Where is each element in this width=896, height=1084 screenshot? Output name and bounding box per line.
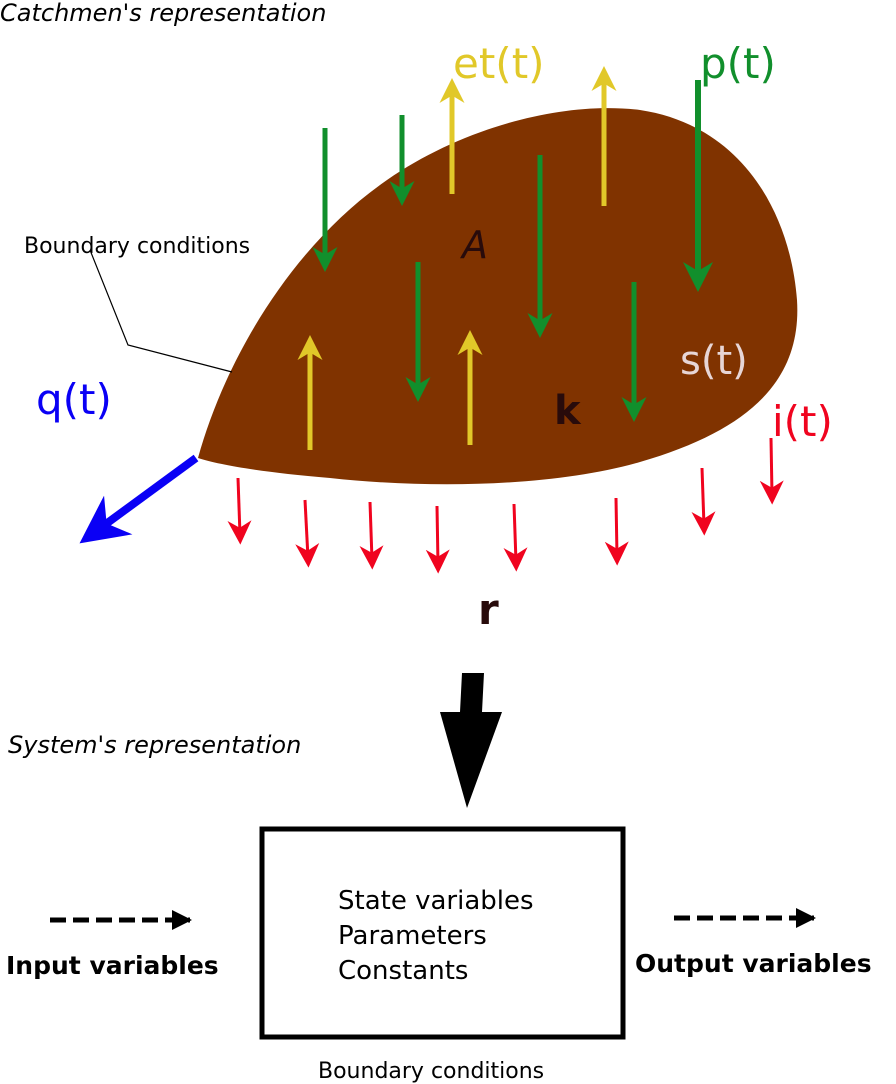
system-box-text: State variables Parameters Constants [338, 886, 542, 986]
recharge-label: r [478, 585, 499, 634]
system-title: System's representation [8, 731, 301, 759]
system-boundary-label: Boundary conditions [318, 1059, 544, 1084]
infiltration-arrow [227, 477, 252, 545]
discharge-label: q(t) [36, 375, 112, 424]
boundary-conditions-label: Boundary conditions [24, 234, 250, 259]
state-variables-line: State variables [338, 886, 534, 916]
precipitation-arrows [312, 80, 713, 422]
infiltration-arrow [295, 499, 320, 568]
infiltration-label: i(t) [772, 397, 833, 446]
system-box [259, 826, 626, 1040]
transition-arrow [440, 673, 502, 808]
infiltration-arrows [227, 437, 784, 574]
precipitation-label: p(t) [700, 39, 776, 88]
conductivity-label: k [554, 388, 582, 434]
infiltration-arrow [503, 503, 528, 572]
catchment-title: Catchmen's representation [0, 0, 326, 27]
discharge-arrow [79, 454, 199, 544]
area-label: A [459, 223, 488, 267]
output-variables-label: Output variables [635, 949, 872, 978]
infiltration-arrow [759, 437, 784, 505]
infiltration-arrow [425, 505, 450, 574]
boundary-leader-line [89, 249, 233, 373]
input-variables-label: Input variables [6, 951, 219, 980]
evapotranspiration-label: et(t) [453, 39, 545, 88]
infiltration-arrow [604, 497, 629, 566]
storage-label: s(t) [680, 338, 748, 384]
infiltration-arrow [359, 501, 384, 570]
parameters-line: Parameters [338, 921, 487, 951]
catchment-area-shape [198, 108, 798, 485]
infiltration-arrow [691, 467, 716, 536]
evapotranspiration-arrows [297, 66, 617, 450]
constants-line: Constants [338, 956, 468, 986]
